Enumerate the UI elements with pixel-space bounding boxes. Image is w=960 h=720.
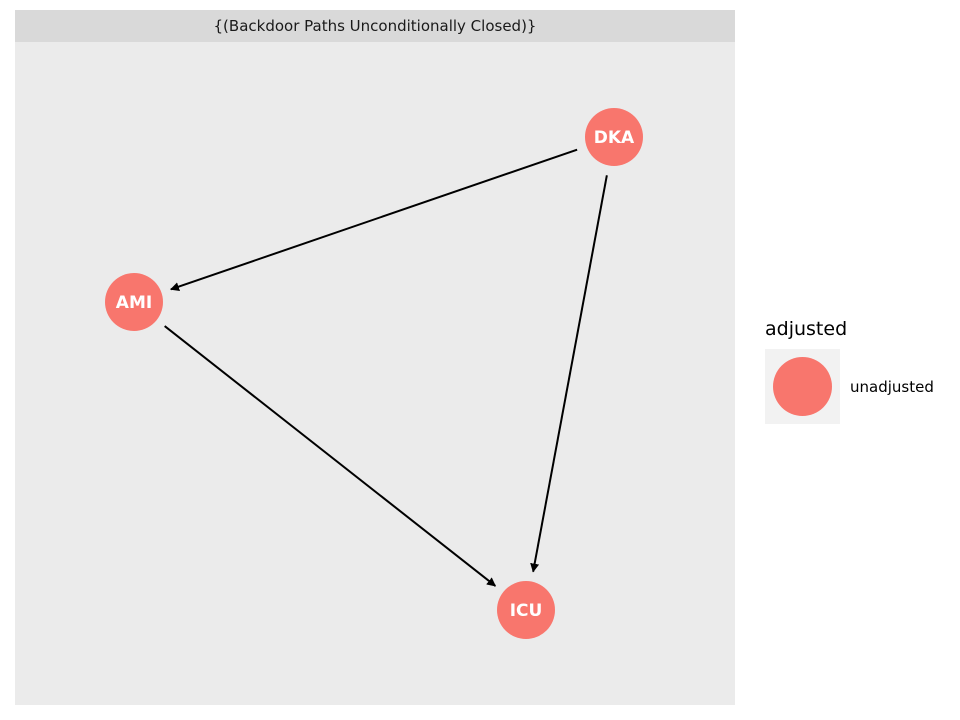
node-icu: ICU: [497, 581, 555, 639]
node-circle-dka: [585, 108, 643, 166]
edge-dka-to-ami: [170, 148, 578, 291]
edge-ami-to-icu: [164, 325, 497, 587]
edge-dka-to-icu: [530, 175, 608, 573]
nodes-layer: DKA AMI ICU: [105, 108, 643, 639]
facet-strip: {(Backdoor Paths Unconditionally Closed)…: [15, 10, 735, 42]
legend-title: adjusted: [765, 318, 848, 340]
node-label-ami: AMI: [116, 293, 152, 313]
node-label-dka: DKA: [594, 128, 635, 148]
legend-key: [765, 349, 840, 424]
node-dka: DKA: [585, 108, 643, 166]
node-circle-icu: [497, 581, 555, 639]
legend-dot-unadjusted: [773, 357, 832, 416]
legend: adjusted unadjusted: [765, 318, 955, 424]
node-ami: AMI: [105, 273, 163, 331]
edges-layer: [164, 148, 608, 587]
node-label-icu: ICU: [510, 601, 543, 621]
node-circle-ami: [105, 273, 163, 331]
legend-label-unadjusted: unadjusted: [850, 377, 934, 396]
facet-strip-label: {(Backdoor Paths Unconditionally Closed)…: [213, 17, 537, 35]
legend-item-unadjusted: unadjusted: [765, 349, 955, 424]
